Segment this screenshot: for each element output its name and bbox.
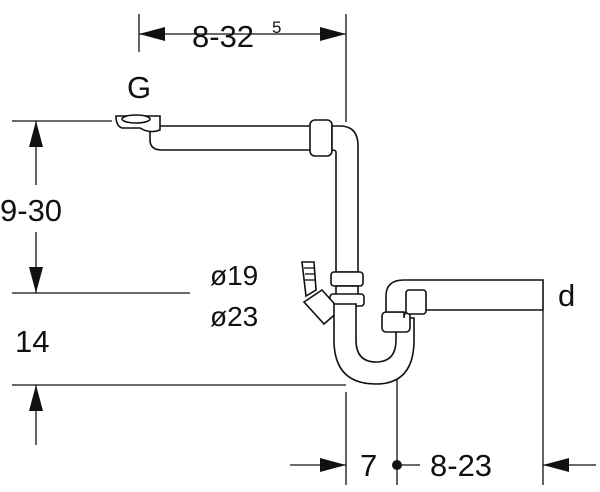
inlet-coupling — [309, 119, 333, 157]
lower-height-label: 14 — [15, 324, 49, 359]
inlet-label: G — [127, 70, 151, 105]
upper-nut — [330, 271, 364, 287]
trap-bend — [333, 303, 415, 385]
trap-outlet-nut — [381, 311, 411, 333]
arrowhead-height-up — [29, 121, 43, 147]
siphon-pipework — [115, 114, 544, 385]
small-diameter-label: ø19 — [210, 260, 258, 291]
hose-nozzle — [301, 261, 317, 298]
arrowhead-bottom-left — [320, 458, 346, 472]
bottom-width-label: 8-23 — [430, 448, 492, 483]
inlet-cap-rim — [121, 114, 151, 124]
outlet-label: d — [558, 278, 575, 313]
height-range-label: 9-30 — [0, 193, 62, 228]
outlet-coupling — [405, 289, 427, 315]
top-width-superscript: 5 — [272, 18, 281, 37]
arrowhead-bottom-right — [543, 458, 569, 472]
inlet-pipe — [149, 121, 317, 151]
arrowhead-top-left — [139, 27, 165, 41]
arrowhead-lower-up — [29, 385, 43, 411]
bottom-offset-label: 7 — [360, 448, 377, 483]
dimension-lines — [12, 14, 596, 485]
vertical-pipe — [331, 125, 359, 273]
large-diameter-label: ø23 — [210, 301, 258, 332]
arrowhead-height-down — [29, 267, 43, 293]
arrowhead-top-right — [320, 27, 346, 41]
labels: 8-32 5 G 9-30 ø19 ø23 d 14 7 8-23 — [0, 18, 575, 483]
dimension-dot — [392, 460, 402, 470]
top-width-label: 8-32 — [192, 19, 254, 54]
